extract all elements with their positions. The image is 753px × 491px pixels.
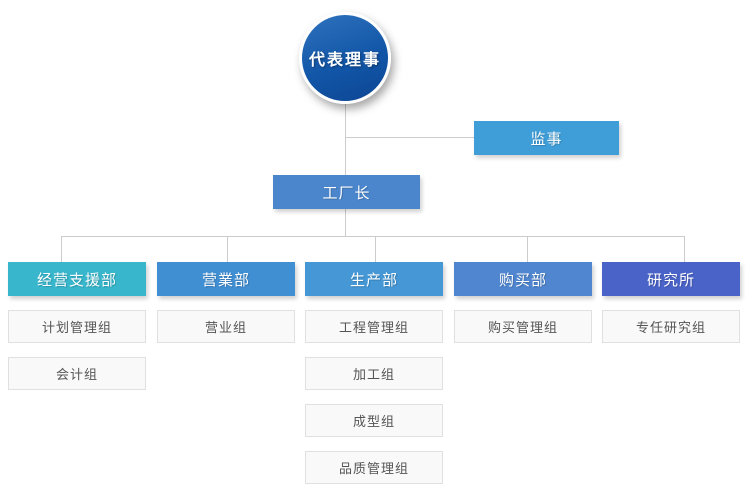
node-label: 成型组: [352, 414, 395, 429]
node-label: 计划管理组: [41, 320, 112, 335]
node-label: 工厂长: [322, 184, 371, 202]
connector-departments-horizontal: [61, 236, 685, 237]
node-group-planning-management: 计划管理组: [8, 310, 146, 343]
node-label: 营業部: [201, 271, 250, 289]
node-group-sales: 营业组: [157, 310, 295, 343]
connector-drop-dept-1: [61, 236, 62, 262]
node-dept-research: 研究所: [602, 262, 740, 296]
node-label: 加工组: [352, 367, 395, 382]
node-group-purchasing-management: 购买管理组: [454, 310, 592, 343]
node-group-engineering-management: 工程管理组: [305, 310, 443, 343]
node-supervisor: 监事: [474, 121, 619, 155]
node-label: 经营支援部: [36, 271, 117, 289]
node-label: 购买部: [498, 271, 547, 289]
connector-to-supervisor: [345, 137, 474, 138]
node-dept-management-support: 经营支援部: [8, 262, 146, 296]
node-dept-production: 生产部: [305, 262, 443, 296]
connector-drop-dept-4: [527, 236, 528, 262]
node-label: 代表理事: [308, 52, 381, 69]
node-label: 购买管理组: [487, 320, 558, 335]
node-label: 营业组: [204, 320, 247, 335]
node-dept-purchasing: 购买部: [454, 262, 592, 296]
node-group-accounting: 会计组: [8, 357, 146, 390]
connector-factory-down: [345, 208, 346, 236]
node-label: 生产部: [349, 271, 398, 289]
node-group-processing: 加工组: [305, 357, 443, 390]
connector-drop-dept-2: [227, 236, 228, 262]
node-group-quality-management: 品质管理组: [305, 451, 443, 484]
node-dept-sales: 营業部: [157, 262, 295, 296]
node-group-dedicated-research: 专任研究组: [602, 310, 740, 343]
node-label: 工程管理组: [338, 320, 409, 335]
node-representative-director: 代表理事: [299, 12, 391, 104]
node-group-molding: 成型组: [305, 404, 443, 437]
connector-drop-dept-5: [684, 236, 685, 262]
node-label: 研究所: [646, 271, 695, 289]
node-label: 监事: [530, 130, 563, 148]
connector-root-to-factory: [345, 101, 346, 175]
node-label: 品质管理组: [338, 461, 409, 476]
node-label: 专任研究组: [635, 320, 706, 335]
node-label: 会计组: [55, 367, 98, 382]
connector-drop-dept-3: [375, 236, 376, 262]
node-factory-manager: 工厂长: [273, 175, 420, 209]
